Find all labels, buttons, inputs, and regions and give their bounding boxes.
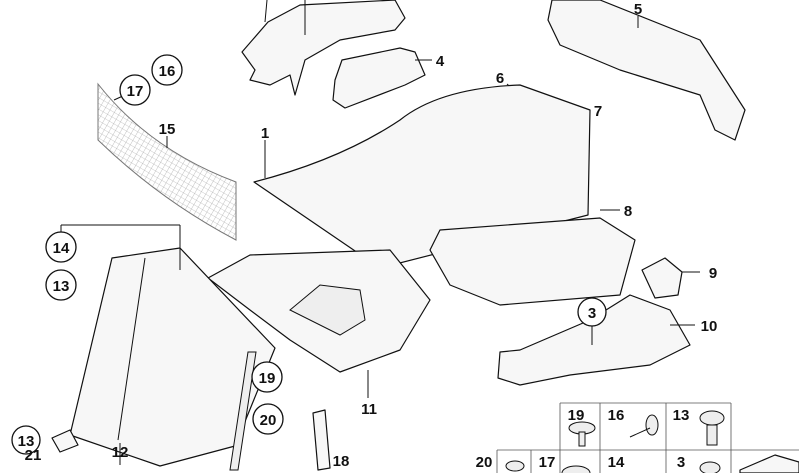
part-21-clip: [51, 429, 79, 453]
part-5-rear-panel-trim: [547, 0, 746, 141]
bolt-icon: [505, 460, 525, 472]
fastener-legend: 19 16 13 20 17 14 3: [476, 402, 799, 473]
callout-12: 12: [112, 444, 129, 461]
nut-icon: [699, 461, 721, 473]
part-19-strip: [229, 351, 257, 471]
clip-shank: [706, 424, 718, 446]
legend-label: 16: [608, 407, 625, 424]
callout-17: 17: [127, 83, 144, 100]
panel-recess: [289, 284, 366, 336]
callout-9: 9: [709, 265, 717, 282]
legend-label: 14: [608, 454, 625, 471]
screw-shank: [578, 431, 586, 447]
callout-14: 14: [53, 240, 70, 257]
rivet-pin: [629, 427, 651, 438]
legend-label: 20: [476, 454, 493, 471]
rivet-icon: [645, 414, 659, 436]
part-10-side-trim: [497, 294, 691, 386]
callout-21: 21: [25, 447, 42, 464]
legend-label: 17: [539, 454, 556, 471]
part-9-cover: [641, 257, 683, 299]
callout-circle: [251, 361, 283, 393]
callout-13: 13: [18, 433, 35, 450]
callout-19: 19: [259, 370, 276, 387]
callout-10: 10: [701, 318, 718, 335]
panel-seam: [117, 257, 146, 441]
callout-3: 3: [588, 305, 596, 322]
legend-label: 13: [673, 407, 690, 424]
callout-circle: [151, 54, 183, 86]
callout-circle: [577, 297, 607, 327]
legend-label: 19: [568, 407, 585, 424]
foam-pad-icon: [739, 454, 799, 473]
callout-16: 16: [159, 63, 176, 80]
callout-7: 7: [594, 103, 602, 120]
callout-20: 20: [260, 412, 277, 429]
callout-13: 13: [53, 278, 70, 295]
callout-1: 1: [261, 125, 269, 142]
callout-8: 8: [624, 203, 632, 220]
part-12-backrest-trim: [69, 247, 276, 467]
callout-circle: [11, 425, 41, 455]
disc-icon: [561, 465, 591, 473]
callout-circle: [252, 403, 284, 435]
callout-18: 18: [333, 453, 350, 470]
part-15-luggage-net: [97, 82, 237, 241]
part-18-clip: [312, 409, 331, 471]
callout-circle: [45, 231, 77, 263]
callout-circle: [119, 74, 151, 106]
part-1-floor-covering: [253, 84, 591, 269]
callout-circle: [45, 269, 77, 301]
upper-side-bracket: [241, 0, 406, 96]
callout-6: 6: [496, 70, 504, 87]
part-8-floor-mat: [429, 217, 636, 306]
callout-5: 5: [634, 1, 642, 18]
callout-4: 4: [436, 53, 445, 70]
legend-label: 3: [677, 454, 685, 471]
clip-icon: [699, 410, 725, 426]
part-4-bracket: [332, 47, 432, 109]
callout-15: 15: [159, 121, 176, 138]
callout-11: 11: [361, 401, 377, 418]
